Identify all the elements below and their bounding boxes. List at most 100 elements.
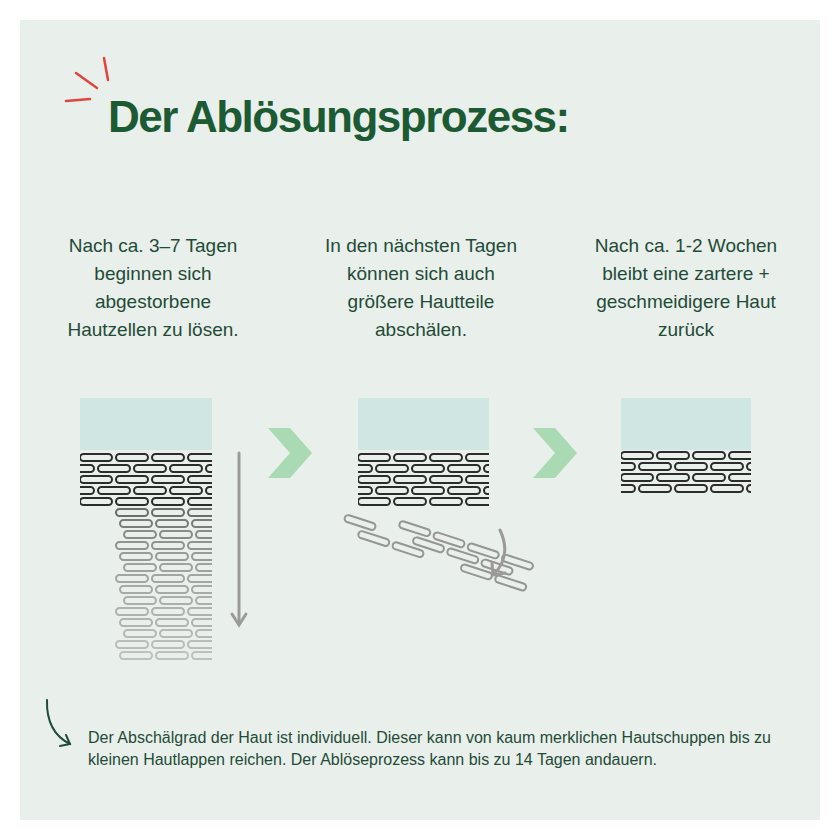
chevron — [268, 428, 312, 478]
step-text: In den nächsten Tagen können sich auch g… — [313, 232, 529, 344]
skin-cells — [358, 454, 489, 505]
skin-cell — [160, 531, 192, 538]
skin-cell — [152, 608, 184, 615]
skin-cell — [188, 509, 212, 516]
skin-cell — [120, 652, 152, 659]
note-arrow — [47, 700, 70, 746]
skin-cell — [675, 485, 707, 492]
skin-cell — [124, 597, 156, 604]
skin-cell — [152, 542, 184, 549]
skin-surface — [80, 398, 212, 450]
skin-cell — [358, 498, 390, 505]
skin-cell — [120, 520, 152, 527]
skin-cell — [80, 498, 112, 505]
step-text: Nach ca. 3–7 Tagen beginnen sich abgesto… — [48, 232, 258, 344]
skin-cell — [196, 564, 212, 571]
skin-cell — [693, 452, 725, 459]
skin-cell — [156, 619, 188, 626]
skin-cell — [196, 597, 212, 604]
skin-cell — [433, 532, 466, 549]
skin-cell — [394, 498, 426, 505]
skin-cell — [152, 509, 184, 516]
skin-cell — [124, 564, 156, 571]
skin-cells — [621, 452, 751, 492]
footnote: Der Abschälgrad der Haut ist individuell… — [88, 727, 804, 771]
skin-cell — [448, 487, 480, 494]
skin-cell — [120, 586, 152, 593]
shed-arrow — [232, 453, 246, 625]
skin-cell — [170, 465, 202, 472]
skin-cell — [134, 465, 166, 472]
skin-cell — [412, 536, 445, 553]
skin-cell — [98, 487, 130, 494]
skin-cell — [188, 454, 212, 461]
skin-cell — [446, 548, 479, 565]
skin-cell — [98, 465, 130, 472]
skin-cell — [639, 485, 671, 492]
skin-cell — [152, 641, 184, 648]
skin-cell — [729, 452, 751, 459]
skin-cell — [466, 476, 489, 483]
skin-cell — [192, 652, 212, 659]
skin-cell — [729, 474, 751, 481]
skin-cell — [160, 630, 192, 637]
skin-cell — [466, 498, 489, 505]
skin-cell — [484, 465, 489, 472]
skin-cell — [430, 498, 462, 505]
skin-cell — [188, 542, 212, 549]
skin-cell — [394, 476, 426, 483]
skin-cell — [675, 463, 707, 470]
skin-cell — [376, 465, 408, 472]
skin-cell — [116, 641, 148, 648]
skin-cell — [192, 586, 212, 593]
skin-cell — [156, 586, 188, 593]
skin-cell — [412, 487, 444, 494]
chevron — [533, 428, 577, 478]
skin-cell — [460, 564, 493, 581]
skin-cell — [206, 487, 212, 494]
skin-cell — [711, 485, 743, 492]
skin-cell — [192, 520, 212, 527]
skin-cell — [206, 465, 212, 472]
skin-cell — [196, 531, 212, 538]
skin-cell — [398, 520, 431, 537]
skin-cell — [116, 509, 148, 516]
skin-cell — [747, 485, 751, 492]
skin-cell — [116, 454, 148, 461]
skin-cell — [80, 465, 94, 472]
skin-cell — [192, 619, 212, 626]
step-text: Nach ca. 1-2 Wochen bleibt eine zartere … — [578, 232, 794, 344]
skin-cell — [747, 463, 751, 470]
skin-cell — [448, 465, 480, 472]
skin-cell — [80, 487, 94, 494]
skin-cell — [192, 553, 212, 560]
skin-cell — [116, 542, 148, 549]
skin-cell — [358, 476, 390, 483]
skin-cell — [467, 543, 500, 560]
skin-cell — [394, 454, 426, 461]
skin-cell — [711, 463, 743, 470]
accent-strokes — [66, 58, 108, 101]
skin-cells — [80, 454, 212, 659]
skin-cell — [116, 575, 148, 582]
skin-cell — [621, 463, 635, 470]
skin-cell — [80, 476, 112, 483]
skin-cell — [116, 608, 148, 615]
skin-cell — [188, 608, 212, 615]
skin-cell — [120, 553, 152, 560]
skin-cell — [120, 619, 152, 626]
skin-cell — [188, 575, 212, 582]
skin-cell — [116, 498, 148, 505]
skin-cell — [484, 487, 489, 494]
skin-cell — [621, 452, 653, 459]
skin-cell — [116, 476, 148, 483]
skin-cell — [80, 454, 112, 461]
skin-cell — [621, 474, 653, 481]
skin-cell — [170, 487, 202, 494]
skin-surface — [621, 398, 751, 450]
skin-cell — [152, 454, 184, 461]
skin-cell — [152, 575, 184, 582]
skin-cell — [156, 520, 188, 527]
skin-cell — [357, 530, 390, 547]
